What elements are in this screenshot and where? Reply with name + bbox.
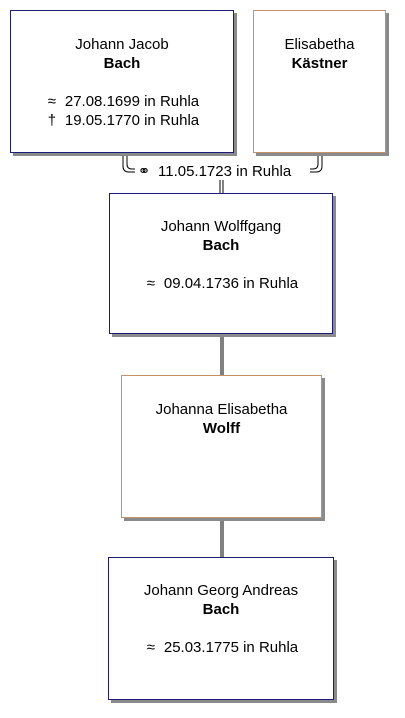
person-surname: Bach	[103, 55, 141, 72]
person-box-elisabetha[interactable]: Elisabetha Kästner	[253, 10, 386, 153]
person-surname: Kästner	[291, 55, 348, 72]
death-event: † 19.05.1770 in Ruhla	[11, 111, 233, 130]
person-surname: Wolff	[202, 420, 241, 437]
person-box-johann-wolffgang[interactable]: Johann Wolffgang Bach ≈09.04.1736 in Ruh…	[109, 193, 333, 334]
baptism-icon: ≈	[146, 639, 155, 656]
marriage-connector-left-inner	[126, 153, 135, 170]
person-given-name: Johann Georg Andreas	[143, 582, 299, 599]
marriage-label: ⚭ 11.05.1723 in Ruhla	[135, 162, 291, 181]
baptism-event: ≈09.04.1736 in Ruhla	[110, 274, 332, 293]
baptism-date: 09.04.1736 in Ruhla	[163, 275, 299, 292]
baptism-icon: ≈	[146, 275, 155, 292]
person-box-johanna-elisabetha[interactable]: Johanna Elisabetha Wolff	[121, 375, 322, 518]
death-date: 19.05.1770 in Ruhla	[64, 112, 200, 129]
person-given-name: Johann Jacob	[75, 36, 169, 53]
marriage-connector-left	[122, 153, 135, 173]
death-cross-icon: †	[47, 112, 57, 129]
baptism-event: ≈27.08.1699 in Ruhla	[11, 92, 233, 111]
person-given-name: Johann Wolffgang	[160, 218, 282, 235]
baptism-date: 25.03.1775 in Ruhla	[163, 639, 299, 656]
person-given-name: Johanna Elisabetha	[155, 401, 288, 418]
baptism-date: 27.08.1699 in Ruhla	[64, 93, 200, 110]
marriage-date: 11.05.1723 in Ruhla	[158, 163, 292, 180]
marriage-connector-right	[310, 153, 323, 173]
person-box-johann-jacob[interactable]: Johann Jacob Bach ≈27.08.1699 in Ruhla †…	[10, 10, 234, 153]
person-given-name: Elisabetha	[284, 36, 355, 53]
baptism-event: ≈25.03.1775 in Ruhla	[109, 638, 333, 657]
marriage-rings-icon: ⚭	[137, 163, 151, 180]
marriage-connector-right-inner	[310, 153, 319, 170]
baptism-icon: ≈	[47, 93, 56, 110]
person-surname: Bach	[202, 237, 240, 254]
person-surname: Bach	[202, 601, 240, 618]
person-box-johann-georg-andreas[interactable]: Johann Georg Andreas Bach ≈25.03.1775 in…	[108, 557, 334, 700]
